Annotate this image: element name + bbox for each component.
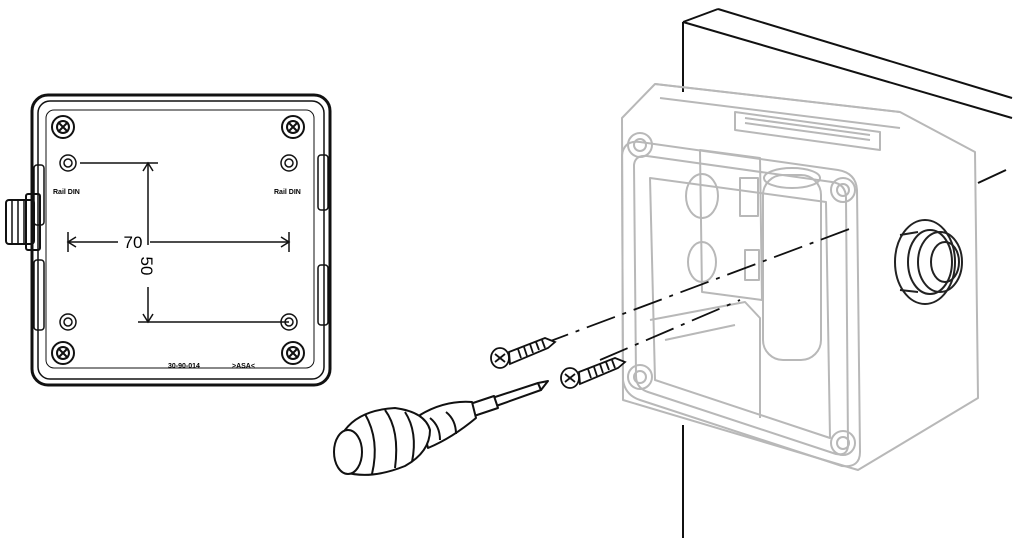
height-dimension-label: 50 — [137, 257, 156, 276]
screwdriver-icon — [333, 380, 549, 476]
side-connector — [894, 219, 963, 305]
width-dimension-label: 70 — [124, 233, 143, 252]
alignment-lines — [539, 227, 853, 361]
screw-lower — [560, 357, 627, 389]
corner-screw-bottom-left — [51, 341, 75, 365]
mounting-hole-bottom-left — [59, 313, 77, 331]
material-label: >ASA< — [232, 363, 255, 370]
rail-din-label-right: Rail DIN — [274, 189, 301, 196]
corner-screw-top-left — [51, 115, 75, 139]
corner-screw-bottom-right — [281, 341, 305, 365]
wall — [682, 8, 1013, 538]
corner-screw-top-right — [281, 115, 305, 139]
mounting-hole-top-left — [59, 154, 77, 172]
screw-upper — [490, 337, 557, 369]
rail-din-label-left: Rail DIN — [53, 189, 80, 196]
dimension-lines — [66, 161, 291, 324]
part-number-label: 30-90-014 — [168, 363, 200, 370]
mounting-hole-top-right — [280, 154, 298, 172]
open-enclosure — [621, 83, 979, 471]
enclosure-bottom-view — [5, 93, 332, 387]
